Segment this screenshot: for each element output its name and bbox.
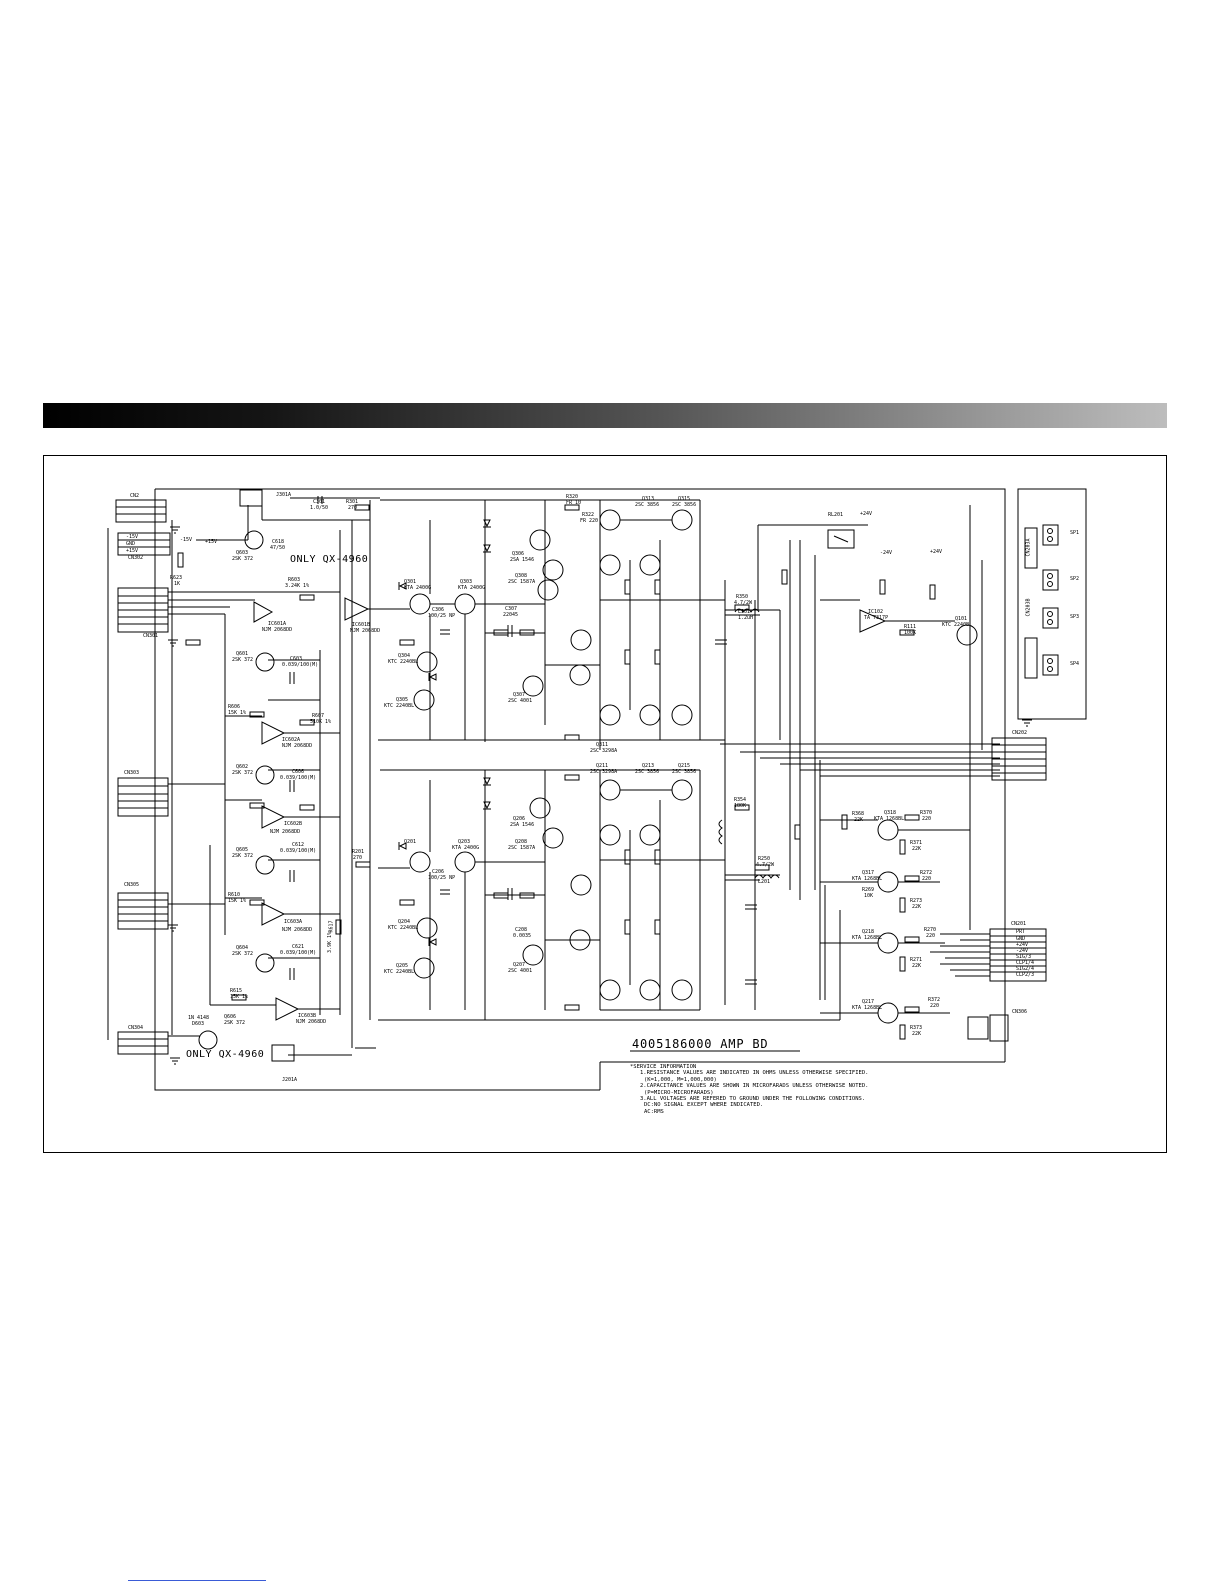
input-circuit-wires [168, 497, 380, 1056]
footer-link-underline[interactable] [128, 1580, 266, 1581]
ground-symbols [168, 526, 1032, 1065]
capacitor-symbols [289, 496, 757, 985]
jfet-symbols [198, 530, 275, 1050]
diode-symbols [398, 519, 491, 946]
opamp-symbols [253, 597, 887, 1021]
inductor-symbols [718, 608, 780, 879]
connector-blocks [115, 488, 1087, 1062]
relay-rl201 [827, 529, 855, 549]
schematic-frame [43, 455, 1167, 1153]
amp-transistors [409, 509, 978, 1024]
header-gradient-bar [43, 403, 1167, 428]
amp-internal-wires [378, 499, 970, 1014]
